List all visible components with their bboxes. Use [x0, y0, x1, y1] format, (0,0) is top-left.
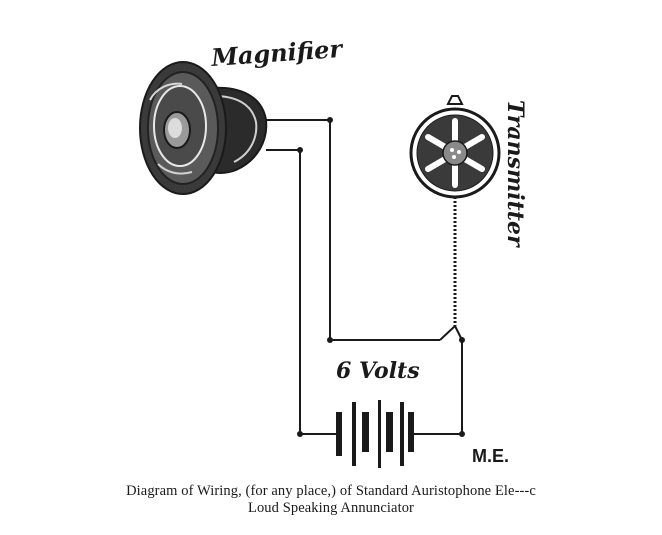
junction-dots [297, 117, 465, 437]
wiring [266, 119, 463, 435]
transmitter-icon [409, 95, 501, 199]
me-label: M.E. [472, 446, 509, 466]
battery-icon [336, 400, 414, 468]
transmitter-label: Transmitter [502, 100, 528, 248]
magnifier-label: Magnifier [209, 34, 345, 72]
diagram-caption-subtitle: Loud Speaking Annunciator [247, 500, 414, 516]
diagram-caption: Diagram of Wiring, (for any place,) of S… [126, 483, 536, 499]
magnifier-horn-icon [139, 61, 268, 195]
voltage-label: 6 Volts [336, 358, 420, 384]
